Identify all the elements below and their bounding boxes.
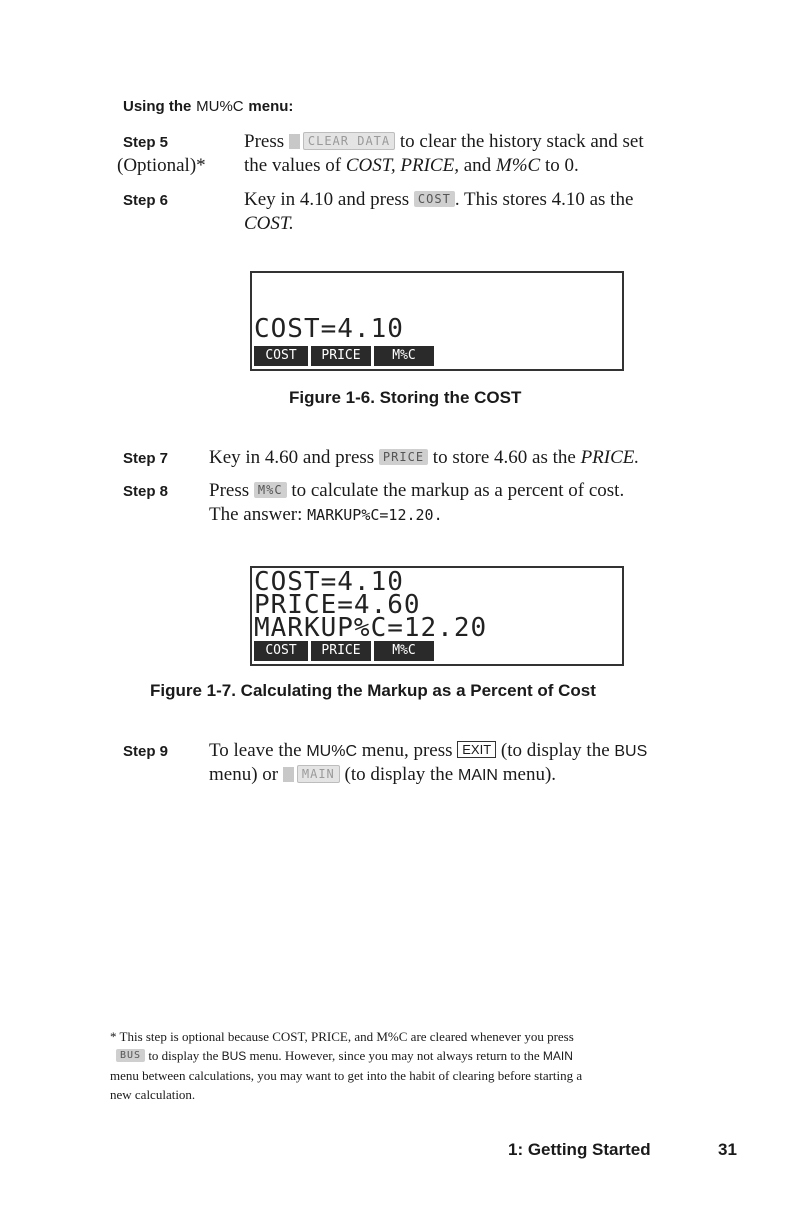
footnote-line2: BUS to display the BUS menu. However, si…	[110, 1046, 750, 1066]
step5-line2-text: the values of	[244, 155, 342, 176]
step5-rest1: to clear the history stack and set	[399, 131, 644, 152]
menu-key-mpc: M%C	[374, 346, 434, 366]
display-line: PRICE=4.60	[254, 590, 421, 620]
step9-text1: To leave the	[209, 740, 302, 761]
step9-main: MAIN	[457, 767, 498, 784]
footnote-main: MAIN	[542, 1049, 573, 1063]
menu-key-cost: COST	[254, 346, 308, 366]
step8-press: Press	[209, 480, 250, 501]
main-key: MAIN	[296, 765, 340, 783]
step9-text3: (to display the	[500, 740, 610, 761]
bus-key: BUS	[116, 1049, 146, 1062]
price-key: PRICE	[378, 449, 429, 465]
section-heading: Using the MU%C menu:	[123, 97, 293, 115]
step9-line2: menu) or MAIN (to display the MAIN menu)…	[209, 763, 556, 788]
step6-text2: . This stores 4.10 as the	[454, 189, 634, 210]
step5-sub: (Optional)*	[117, 155, 206, 176]
footnote-line2a: to display the	[148, 1048, 219, 1063]
calculator-display-fig17: COST=4.10 PRICE=4.60 MARKUP%C=12.20 COST…	[250, 566, 624, 666]
step7-price: PRICE.	[580, 447, 640, 468]
step6-line2: COST.	[244, 212, 294, 236]
step5-line1: Press CLEAR DATA to clear the history st…	[244, 130, 644, 154]
display-line: MARKUP%C=12.20	[254, 613, 488, 643]
step9-text2: menu, press	[361, 740, 453, 761]
calculator-display-fig16: COST=4.10 COST PRICE M%C	[250, 271, 624, 371]
footnote-bus: BUS	[221, 1049, 247, 1063]
step8-answer: The answer:	[209, 504, 303, 525]
step8-label: Step 8	[123, 483, 169, 500]
step6-text1: Key in 4.10 and press	[244, 189, 410, 210]
menu-key-price: PRICE	[311, 641, 371, 661]
var-price: PRICE,	[400, 155, 459, 176]
chapter-title: 1: Getting Started	[508, 1140, 651, 1159]
display-menu-row: COST PRICE M%C	[254, 346, 437, 366]
heading-suffix: menu:	[248, 98, 294, 115]
page-number: 31	[718, 1140, 737, 1159]
step6-cost: COST.	[244, 213, 294, 234]
shift-key-icon	[282, 767, 294, 782]
step9-label: Step 9	[123, 743, 169, 760]
display-line: COST=4.10	[254, 567, 404, 597]
clear-data-key: CLEAR DATA	[302, 132, 396, 150]
step9-line2c: menu).	[502, 764, 557, 785]
footnote: * This step is optional because COST, PR…	[110, 1027, 750, 1104]
step8-line1: Press M%C to calculate the markup as a p…	[209, 479, 624, 503]
heading-menu: MU%C	[196, 98, 244, 115]
mpc-key: M%C	[253, 482, 287, 498]
step5-label: Step 5	[123, 134, 169, 151]
shift-key-icon	[288, 134, 300, 149]
heading-prefix: Using the	[123, 98, 192, 115]
menu-key-mpc: M%C	[374, 641, 434, 661]
step5-line2: the values of COST, PRICE, and M%C to 0.	[244, 154, 579, 178]
footnote-line4: new calculation.	[110, 1087, 196, 1102]
figure-caption-1-7: Figure 1-7. Calculating the Markup as a …	[150, 681, 596, 700]
step6-label: Step 6	[123, 192, 169, 209]
cost-key: COST	[413, 191, 455, 207]
var-cost: COST,	[345, 155, 396, 176]
footnote-line1: * This step is optional because COST, PR…	[110, 1029, 574, 1044]
figure-caption-1-6: Figure 1-6. Storing the COST	[289, 388, 522, 407]
step5-and: and	[463, 155, 492, 176]
menu-key-price: PRICE	[311, 346, 371, 366]
step5-press: Press	[244, 131, 285, 152]
step7-text1: Key in 4.60 and press	[209, 447, 375, 468]
display-menu-row: COST PRICE M%C	[254, 641, 437, 661]
exit-key: EXIT	[457, 741, 497, 758]
step7-label: Step 7	[123, 450, 169, 467]
var-mpc: M%C	[495, 155, 541, 176]
step7-line: Key in 4.60 and press PRICE to store 4.6…	[209, 446, 639, 470]
step7-text2: to store 4.60 as the	[432, 447, 576, 468]
step8-line2: The answer: MARKUP%C=12.20.	[209, 503, 443, 527]
step9-menu1: MU%C	[306, 743, 357, 760]
step9-line1: To leave the MU%C menu, press EXIT (to d…	[209, 739, 647, 764]
step8-answer-value: MARKUP%C=12.20.	[307, 506, 443, 524]
menu-key-cost: COST	[254, 641, 308, 661]
step9-line2a: menu) or	[209, 764, 279, 785]
footnote-line3: menu between calculations, you may want …	[110, 1068, 583, 1083]
step6-line1: Key in 4.10 and press COST. This stores …	[244, 188, 633, 212]
step9-bus: BUS	[614, 743, 648, 760]
display-line: COST=4.10	[254, 314, 404, 344]
step9-line2b: (to display the	[344, 764, 454, 785]
step8-text1: to calculate the markup as a percent of …	[291, 480, 625, 501]
step5-to0: to 0.	[544, 155, 579, 176]
footnote-line2b: menu. However, since you may not always …	[249, 1048, 540, 1063]
